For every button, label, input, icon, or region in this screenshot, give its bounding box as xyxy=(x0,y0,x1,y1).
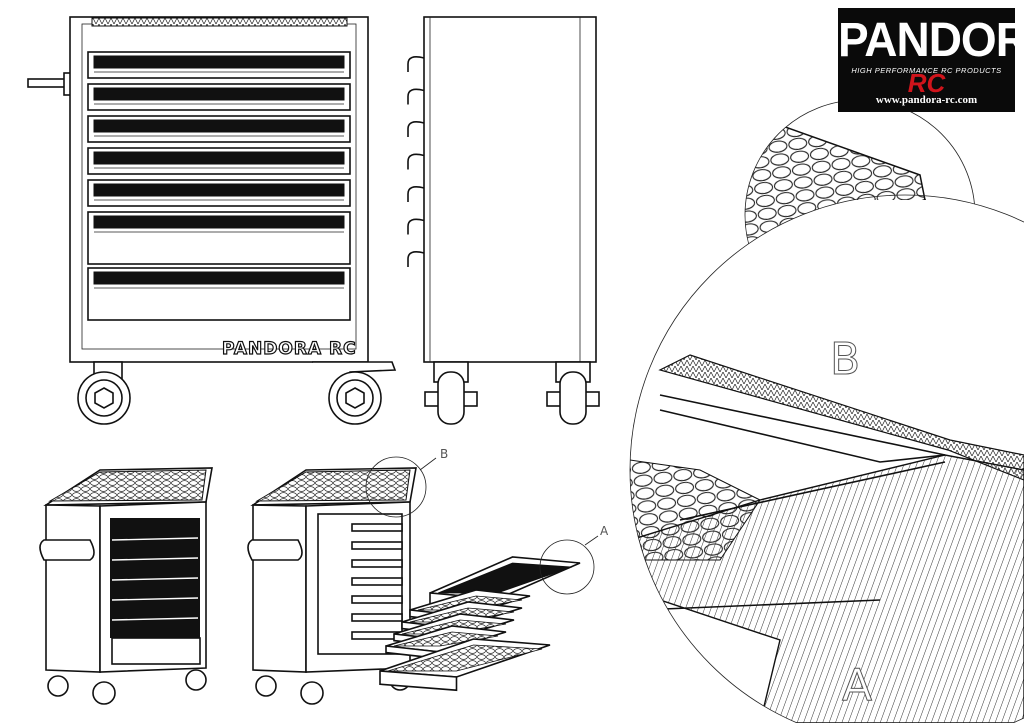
pandora-rc-logo: PANDORA HIGH PERFORMANCE RC PRODUCTS RC … xyxy=(838,8,1024,112)
side-hook xyxy=(407,251,425,267)
drawer-small xyxy=(87,51,351,79)
drawer-rail xyxy=(351,613,403,622)
side-hook xyxy=(407,218,425,235)
callout-label-b: B xyxy=(440,447,449,461)
side-left-caster xyxy=(424,361,478,425)
drawer-rail xyxy=(351,577,403,586)
front-left-caster xyxy=(77,361,131,425)
detail-a xyxy=(630,200,1024,723)
callout-label-a: A xyxy=(600,524,609,538)
detail-b-label: B xyxy=(829,334,861,385)
drawer-rail xyxy=(351,523,403,532)
logo-rc: RC xyxy=(907,68,946,98)
side-right-caster xyxy=(546,361,600,425)
side-hook xyxy=(407,121,425,137)
exploded-drawer xyxy=(379,638,551,692)
drawer-rail xyxy=(351,541,403,550)
callout-circle-a xyxy=(539,539,595,595)
drawer-small xyxy=(87,179,351,207)
side-hook xyxy=(407,186,425,202)
side-hooks xyxy=(407,56,425,267)
side-hook xyxy=(407,88,425,105)
logo-tagline: HIGH PERFORMANCE RC PRODUCTS xyxy=(851,66,1002,75)
drawer-small xyxy=(87,83,351,111)
cabinet-body-side xyxy=(423,16,597,363)
drawer-stack-front xyxy=(87,51,351,321)
drawer-rails xyxy=(351,523,403,640)
logo-wordmark: PANDORA xyxy=(838,11,1024,67)
drawer-small xyxy=(87,115,351,143)
drawer-large xyxy=(87,267,351,321)
cabinet-brand-badge: PANDORA RC xyxy=(221,338,357,359)
drawer-small xyxy=(87,147,351,175)
logo-url: www.pandora-rc.com xyxy=(875,94,978,106)
front-view xyxy=(27,16,397,425)
side-hook xyxy=(407,153,425,170)
front-right-caster-with-brake xyxy=(312,361,397,425)
callout-circle-b xyxy=(365,456,427,518)
exploded-drawers xyxy=(379,556,581,692)
side-view xyxy=(407,16,600,425)
side-hook xyxy=(407,56,425,72)
drawer-rail xyxy=(351,559,403,568)
detail-a-label: A xyxy=(841,660,873,711)
drawer-large xyxy=(87,211,351,265)
isometric-view-closed xyxy=(39,467,213,705)
isometric-view-exploded xyxy=(247,456,599,705)
drawer-rail xyxy=(351,595,403,604)
